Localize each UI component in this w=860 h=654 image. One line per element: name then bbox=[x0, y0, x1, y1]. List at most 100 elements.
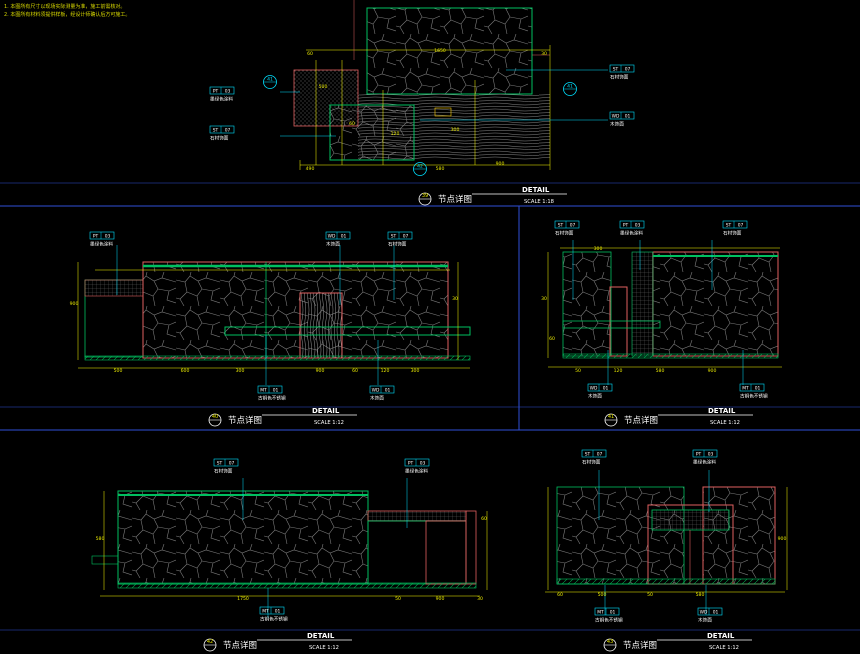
dimension-value: 60 bbox=[549, 336, 555, 342]
dimension-value: 600 bbox=[181, 368, 190, 374]
material-description: 石材饰面 bbox=[610, 74, 629, 81]
material-number: 07 bbox=[597, 452, 603, 458]
dimension-value: 120 bbox=[614, 368, 623, 374]
material-tag-box bbox=[554, 220, 580, 229]
drawing-43-elevation bbox=[545, 470, 788, 615]
scale-label: SCALE 1:12 bbox=[710, 420, 740, 426]
material-description: 墨绿色涂料 bbox=[210, 96, 233, 103]
material-description: 古铜色不锈钢 bbox=[595, 617, 623, 624]
section-mark-number: 41 bbox=[267, 77, 273, 83]
material-tag-box bbox=[89, 231, 115, 240]
material-tag-box bbox=[209, 125, 235, 134]
material-number: 07 bbox=[403, 234, 409, 240]
scale-label: SCALE 1:12 bbox=[314, 420, 344, 426]
dimension-value: 120 bbox=[391, 131, 400, 137]
material-code: ST bbox=[213, 128, 219, 134]
material-number: 07 bbox=[625, 67, 631, 73]
material-number: 01 bbox=[385, 388, 391, 394]
material-description: 石材饰面 bbox=[214, 468, 233, 475]
material-code: ST bbox=[585, 452, 591, 458]
dimension-value: 30 bbox=[452, 296, 458, 302]
general-note-2: 2. 本图所有材料须提供样板，经设计师确认后方可施工。 bbox=[4, 12, 131, 18]
detail-label: DETAIL bbox=[708, 407, 736, 415]
drawing-39-plan bbox=[280, 0, 608, 170]
material-tag-box bbox=[387, 231, 413, 240]
dimension-value: 500 bbox=[114, 368, 123, 374]
dimension-value: 120 bbox=[381, 368, 390, 374]
dimension-value: 300 bbox=[594, 246, 603, 252]
material-code: MT bbox=[742, 386, 749, 392]
dimension-value: 900 bbox=[436, 596, 445, 602]
drawing-name: 节点详图 bbox=[223, 640, 257, 651]
material-tag-box bbox=[325, 231, 351, 240]
material-description: 木饰面 bbox=[698, 617, 712, 624]
material-description: 古铜色不锈钢 bbox=[260, 616, 288, 623]
dimension-value: 900 bbox=[496, 161, 505, 167]
material-number: 03 bbox=[635, 223, 641, 229]
material-code: WD bbox=[590, 386, 598, 392]
material-description: 墨绿色涂料 bbox=[620, 230, 643, 237]
material-description: 石材饰面 bbox=[582, 459, 601, 466]
dimension-value: 580 bbox=[656, 368, 665, 374]
dimension-value: 50 bbox=[575, 368, 581, 374]
material-tag-box bbox=[594, 607, 620, 616]
drawing-number: 43 bbox=[607, 639, 613, 645]
material-description: 墨绿色涂料 bbox=[693, 459, 716, 466]
material-code: WD bbox=[612, 114, 620, 120]
material-number: 01 bbox=[273, 388, 279, 394]
material-tag-box bbox=[581, 449, 607, 458]
scale-label: SCALE 1:12 bbox=[709, 645, 739, 651]
drawing-42-elevation bbox=[91, 478, 488, 618]
material-tag-box bbox=[404, 458, 430, 467]
detail-label: DETAIL bbox=[707, 632, 735, 640]
material-number: 07 bbox=[738, 223, 744, 229]
material-code: ST bbox=[391, 234, 397, 240]
drawing-name: 节点详图 bbox=[623, 640, 657, 651]
dimension-value: 30 bbox=[477, 596, 483, 602]
material-number: 01 bbox=[341, 234, 347, 240]
dimension-value: 50 bbox=[647, 592, 653, 598]
material-code: ST bbox=[726, 223, 732, 229]
material-tag-box bbox=[257, 385, 283, 394]
drawing-40-elevation bbox=[77, 245, 471, 385]
dimension-value: 300 bbox=[411, 368, 420, 374]
dimension-value: 30 bbox=[541, 51, 547, 57]
material-number: 03 bbox=[225, 89, 231, 95]
material-description: 石材饰面 bbox=[210, 135, 229, 142]
material-tag-box bbox=[587, 383, 613, 392]
material-number: 03 bbox=[105, 234, 111, 240]
material-description: 石材饰面 bbox=[388, 241, 407, 248]
material-description: 木饰面 bbox=[588, 393, 602, 400]
drawing-number: 39 bbox=[422, 193, 428, 199]
material-code: ST bbox=[558, 223, 564, 229]
material-description: 木饰面 bbox=[610, 121, 624, 128]
dimension-value: 900 bbox=[70, 301, 79, 307]
material-description: 古铜色不锈钢 bbox=[258, 395, 286, 402]
general-note-1: 1. 本图所有尺寸以现场实际测量为准，施工前需核对。 bbox=[4, 4, 126, 10]
dimension-value: 500 bbox=[598, 592, 607, 598]
scale-label: SCALE 1:12 bbox=[309, 645, 339, 651]
dimension-value: 580 bbox=[96, 536, 105, 542]
dimension-value: 30 bbox=[541, 296, 547, 302]
material-description: 木饰面 bbox=[326, 241, 340, 248]
material-code: PT bbox=[408, 461, 414, 467]
scale-label: SCALE 1:18 bbox=[524, 199, 554, 205]
detail-label: DETAIL bbox=[307, 632, 335, 640]
dimension-value: 900 bbox=[778, 536, 787, 542]
dimension-value: 490 bbox=[306, 166, 315, 172]
material-number: 03 bbox=[420, 461, 426, 467]
material-code: PT bbox=[696, 452, 702, 458]
material-code: PT bbox=[213, 89, 219, 95]
dimension-value: 60 bbox=[557, 592, 563, 598]
dimension-value: 1750 bbox=[237, 596, 249, 602]
drawing-name: 节点详图 bbox=[624, 415, 658, 426]
material-code: MT bbox=[597, 610, 604, 616]
sheet-frame bbox=[0, 182, 860, 631]
material-tag-box bbox=[692, 449, 718, 458]
material-number: 01 bbox=[275, 609, 281, 615]
material-tag-box bbox=[369, 385, 395, 394]
material-tag-box bbox=[619, 220, 645, 229]
material-code: PT bbox=[93, 234, 99, 240]
dimension-value: 1650 bbox=[434, 48, 446, 54]
